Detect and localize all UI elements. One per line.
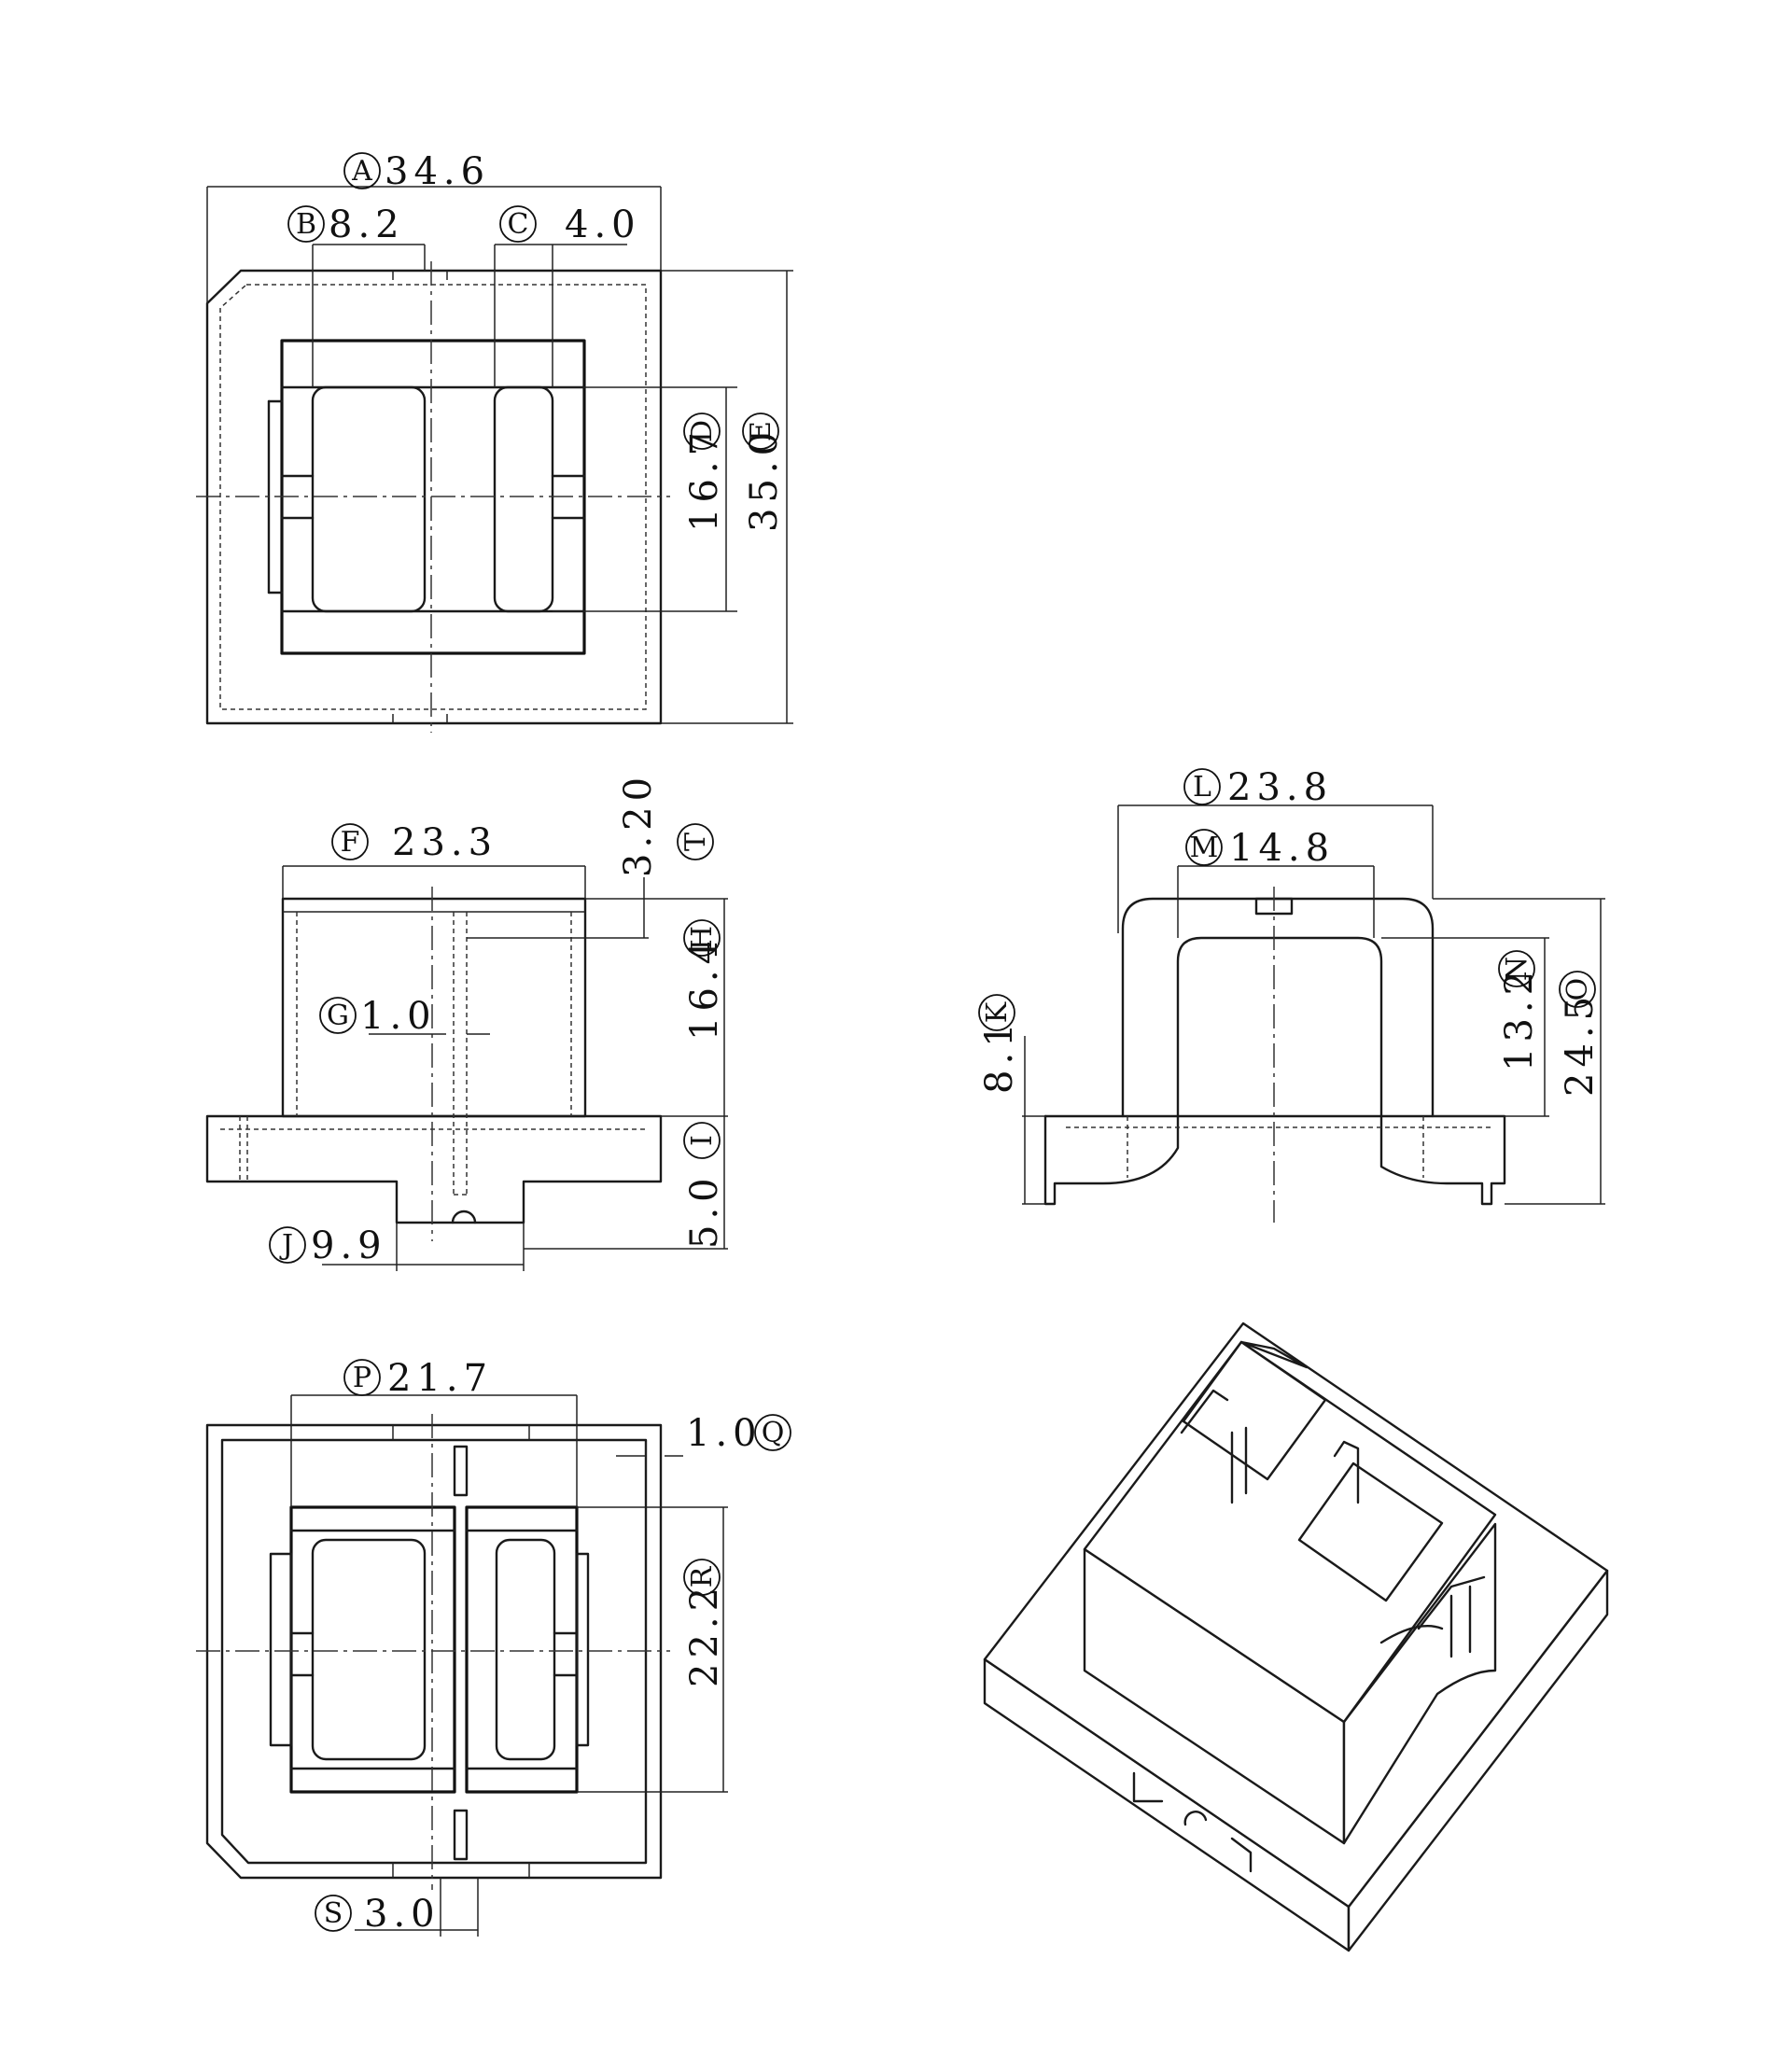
dimension-b: B 8.2 xyxy=(287,203,405,246)
front-view xyxy=(205,887,663,1241)
dimension-letter: A xyxy=(351,155,372,188)
dimension-value: 21.7 xyxy=(387,1357,493,1400)
dimension-m: M 14.8 xyxy=(1185,827,1335,870)
dimension-value: 1.0 xyxy=(686,1412,763,1455)
bottom-view xyxy=(196,1414,670,1890)
dimension-d: D16.7 xyxy=(683,413,726,532)
dimension-letter: N xyxy=(1501,957,1533,981)
dimension-value: 24.5 xyxy=(1559,991,1602,1097)
dimension-value: 8.2 xyxy=(329,203,405,246)
dimension-letter: M xyxy=(1190,832,1219,864)
dimension-letter: I xyxy=(686,1135,719,1146)
dimension-value: 8.1 xyxy=(978,1017,1021,1094)
dimension-marker-circle xyxy=(683,919,721,957)
dimension-p: P 21.7 xyxy=(343,1357,493,1400)
dimension-letter: O xyxy=(1561,978,1594,1001)
dimension-q: Q1.0 xyxy=(686,1412,791,1455)
isometric-view xyxy=(983,1322,1609,1952)
dimension-marker-circle xyxy=(677,823,714,860)
top-view xyxy=(196,261,670,733)
dimension-value: 35.0 xyxy=(743,427,786,532)
dimension-j: J 9.9 xyxy=(269,1224,387,1267)
dimension-letter: F xyxy=(341,826,360,859)
dimension-marker-circle xyxy=(287,205,325,243)
dimension-marker-circle xyxy=(343,1359,381,1396)
dimension-letter: S xyxy=(324,1897,343,1930)
top-view-dimensions xyxy=(206,186,793,724)
dimension-e: E35.0 xyxy=(742,413,786,532)
dimension-letter: T xyxy=(679,832,712,851)
dimension-marker-circle xyxy=(1498,950,1535,987)
bottom-view-dimensions xyxy=(290,1394,728,1937)
dimension-marker-circle xyxy=(315,1895,352,1932)
dimension-letter: P xyxy=(353,1362,371,1394)
dimension-o: O24.5 xyxy=(1559,971,1602,1097)
dimension-c: C 4.0 xyxy=(499,203,641,246)
dimension-s: S 3.0 xyxy=(315,1893,441,1936)
dimension-value: 16.7 xyxy=(683,427,726,532)
dimension-marker-circle xyxy=(683,1122,721,1159)
dimension-letter: L xyxy=(1193,771,1211,804)
dimension-letter: G xyxy=(327,1000,349,1032)
dimension-n: N13.2 xyxy=(1498,950,1541,1071)
dimension-l: L 23.8 xyxy=(1183,766,1333,809)
dimension-t: T 3.20 xyxy=(617,772,714,877)
dimension-value: 14.8 xyxy=(1229,827,1335,870)
dimension-marker-circle xyxy=(742,413,779,450)
dimension-value: 1.0 xyxy=(360,995,437,1038)
dimension-value: 4.0 xyxy=(565,203,641,246)
dimension-value: 16.4 xyxy=(683,935,726,1041)
dimension-letter: J xyxy=(279,1229,293,1262)
dimension-marker-circle xyxy=(1185,829,1223,866)
dimension-i: I 5.0 xyxy=(683,1122,726,1249)
dimension-marker-circle xyxy=(1183,768,1221,805)
dimension-k: K8.1 xyxy=(978,994,1021,1094)
dimension-letter: H xyxy=(686,926,719,950)
dimension-value: 23.8 xyxy=(1227,766,1333,809)
front-view-dimensions xyxy=(282,865,728,1271)
dimension-g: G 1.0 xyxy=(319,995,437,1038)
dimension-marker-circle xyxy=(754,1414,791,1451)
dimension-f: F 23.3 xyxy=(331,821,497,864)
dimension-value: 9.9 xyxy=(311,1224,387,1267)
dimension-value: 3.0 xyxy=(364,1893,441,1936)
dimension-marker-circle xyxy=(1559,971,1596,1008)
dimension-letter: D xyxy=(686,420,719,442)
dimension-marker-circle xyxy=(683,1559,721,1596)
dimension-marker-circle xyxy=(331,823,369,860)
dimension-value: 34.6 xyxy=(385,150,490,193)
dimension-letter: R xyxy=(686,1565,719,1587)
side-view xyxy=(1043,887,1506,1223)
dimension-value: 13.2 xyxy=(1498,966,1541,1071)
dimension-marker-circle xyxy=(269,1226,306,1264)
dimension-h: H16.4 xyxy=(683,919,726,1041)
dimension-letter: C xyxy=(508,208,529,241)
side-view-dimensions xyxy=(1022,804,1605,1205)
dimension-value: 3.20 xyxy=(617,772,660,877)
dimension-letter: Q xyxy=(762,1417,785,1449)
dimension-a: A 34.6 xyxy=(343,150,490,193)
dimension-marker-circle xyxy=(683,413,721,450)
dimension-value: 23.3 xyxy=(392,821,497,864)
dimension-letter: E xyxy=(745,421,777,441)
dimension-marker-circle xyxy=(978,994,1015,1031)
dimension-letter: K xyxy=(981,1001,1014,1023)
dimension-marker-circle xyxy=(319,997,357,1034)
dimension-letter: B xyxy=(296,208,316,241)
dimension-marker-circle xyxy=(343,152,381,189)
dimension-marker-circle xyxy=(499,205,537,243)
dimension-value: 22.2 xyxy=(683,1582,726,1687)
dimension-r: R22.2 xyxy=(683,1559,726,1687)
dimension-value: 5.0 xyxy=(683,1172,726,1249)
